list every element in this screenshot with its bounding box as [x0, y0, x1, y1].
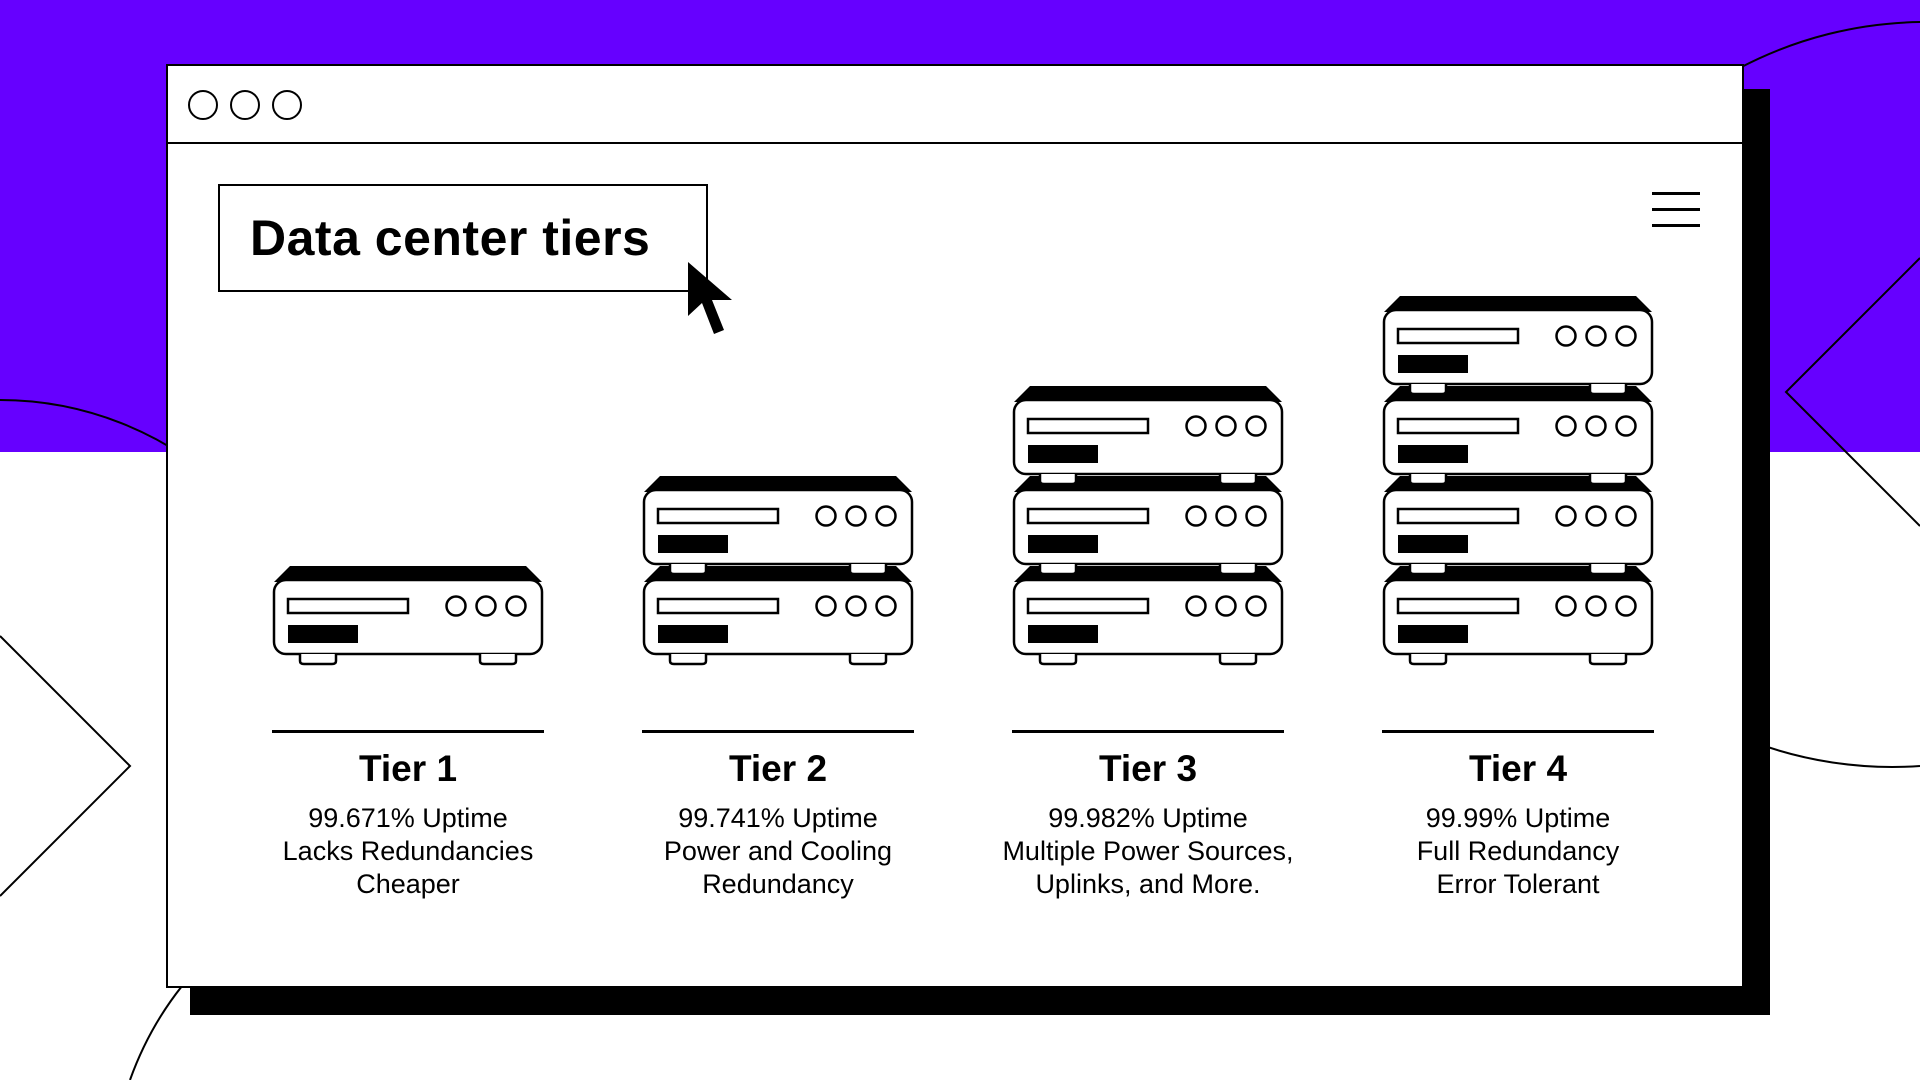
server-unit-icon: [1382, 566, 1654, 666]
tier-2-server: [640, 564, 916, 673]
tier-4-server: [1380, 564, 1656, 673]
window-control-maximize-icon[interactable]: [272, 90, 302, 120]
tier-name: Tier 1: [358, 748, 458, 789]
tier-4-server: [1380, 294, 1656, 403]
window-control-close-icon[interactable]: [188, 90, 218, 120]
tier-description-line: Uplinks, and More.: [1035, 869, 1261, 899]
tier-name: Tier 3: [1098, 748, 1198, 789]
server-unit-icon: [1012, 476, 1284, 576]
server-unit-icon: [1382, 386, 1654, 486]
server-unit-icon: [1012, 566, 1284, 666]
server-unit-icon: [272, 566, 544, 666]
tier-description-line: Lacks Redundancies: [282, 836, 534, 866]
hamburger-menu-icon[interactable]: [1652, 192, 1700, 228]
tier-4-server: [1380, 384, 1656, 493]
tier-description-line: 99.671% Uptime: [308, 803, 508, 833]
tier-3-server: [1010, 474, 1286, 583]
tier-description-line: 99.99% Uptime: [1425, 803, 1611, 833]
tier-3-server: [1010, 384, 1286, 493]
tier-2-server: [640, 474, 916, 583]
server-unit-icon: [642, 476, 914, 576]
tier-description-line: Full Redundancy: [1416, 836, 1620, 866]
server-unit-icon: [1382, 296, 1654, 396]
tier-name: Tier 2: [728, 748, 828, 789]
window-titlebar: [168, 66, 1742, 144]
tier-baseline: [642, 730, 914, 733]
server-unit-icon: [642, 566, 914, 666]
tier-description-line: Redundancy: [702, 869, 854, 899]
page-title[interactable]: Data center tiers: [218, 184, 708, 292]
tier-baseline: [1382, 730, 1654, 733]
tier-1-server: [270, 564, 546, 673]
tier-3-server: [1010, 564, 1286, 673]
tier-baseline: [1012, 730, 1284, 733]
mouse-cursor-icon: [688, 262, 732, 334]
tier-name: Tier 4: [1468, 748, 1568, 789]
page-title-text: Data center tiers: [250, 210, 651, 266]
server-unit-icon: [1012, 386, 1284, 486]
tier-baseline: [272, 730, 544, 733]
tier-description-line: 99.982% Uptime: [1048, 803, 1248, 833]
tier-description-line: 99.741% Uptime: [678, 803, 878, 833]
server-unit-icon: [1382, 476, 1654, 576]
tier-4-server: [1380, 474, 1656, 583]
tier-description-line: Cheaper: [356, 869, 460, 899]
window-control-minimize-icon[interactable]: [230, 90, 260, 120]
tier-description-line: Power and Cooling: [663, 836, 893, 866]
tier-description-line: Error Tolerant: [1436, 869, 1600, 899]
tier-description-line: Multiple Power Sources,: [1002, 836, 1294, 866]
